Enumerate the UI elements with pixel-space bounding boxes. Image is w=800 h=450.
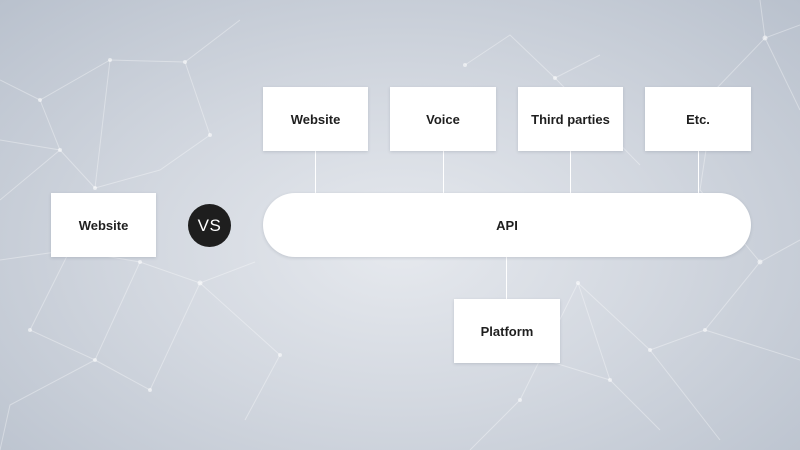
channel-box-third-parties: Third parties [518, 87, 623, 151]
vs-label: VS [197, 215, 222, 235]
connector-website [315, 151, 316, 193]
channel-box-voice: Voice [390, 87, 496, 151]
channel-box-etc: Etc. [645, 87, 751, 151]
connector-etc [698, 151, 699, 193]
website-box-left-label: Website [78, 217, 129, 233]
channel-box-website: Website [263, 87, 368, 151]
channel-label-etc: Etc. [686, 111, 710, 127]
platform-label: Platform [480, 323, 534, 339]
platform-box: Platform [454, 299, 560, 363]
vs-badge: VS [188, 204, 231, 247]
channel-label-third-parties: Third parties [531, 111, 610, 127]
connector-voice [443, 151, 444, 193]
connector-third-parties [570, 151, 571, 193]
connector-platform [506, 257, 507, 299]
website-box-left: Website [51, 193, 156, 257]
api-bar: API [263, 193, 751, 257]
channel-label-website: Website [290, 111, 341, 127]
channel-label-voice: Voice [426, 111, 460, 127]
api-label: API [496, 217, 518, 233]
